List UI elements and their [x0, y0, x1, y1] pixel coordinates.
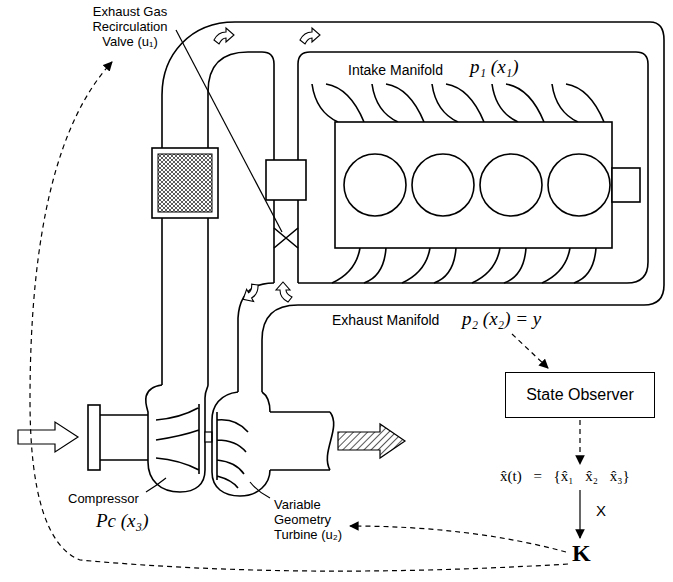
- exhaust-out-arrow: [338, 424, 405, 458]
- estimate-signal: [579, 420, 580, 464]
- control-signal-u1: [30, 62, 568, 571]
- engine-block: [335, 122, 612, 248]
- cylinders: [344, 154, 610, 216]
- egr-pipe-right: [298, 52, 648, 283]
- gain-symbol: K: [572, 540, 591, 568]
- intercooler-core: [158, 154, 212, 212]
- air-filter-flange: [88, 405, 100, 470]
- process-box: State Observer: [505, 372, 655, 418]
- intercooler: [152, 148, 218, 218]
- compressor: [88, 385, 208, 492]
- turbine-blades: [217, 412, 248, 488]
- cylinder: [548, 154, 610, 216]
- flow-arrow: [239, 282, 264, 306]
- egr-cooler: [266, 160, 306, 200]
- box-title: State Observer: [526, 386, 634, 404]
- part-label: Variable Geometry Turbine (u₂): [274, 497, 366, 542]
- intercooler-pipe: [162, 218, 208, 385]
- cylinder: [480, 154, 542, 216]
- intake-loop-outer: [162, 22, 664, 392]
- leader-line: [176, 30, 282, 232]
- turbine: [212, 392, 334, 496]
- leader-line: [250, 482, 270, 498]
- compressor-wheel: [156, 404, 199, 474]
- state-vector: x̂(t) = {x̂₁ x̂₂ x̂₃}: [500, 468, 630, 485]
- flow-arrows: [214, 28, 320, 305]
- leader-line: [146, 478, 166, 492]
- part-label: Exhaust Gas Recirculation Valve (u₁): [80, 4, 180, 49]
- compressor-housing: [146, 385, 208, 492]
- part-label: Compressor: [68, 492, 139, 507]
- state-symbol: Pc (x₃): [96, 510, 148, 532]
- intake-runners: [312, 84, 604, 122]
- egr-valve: [274, 228, 298, 248]
- turbo-shaft: [205, 432, 212, 442]
- cylinder: [412, 154, 474, 216]
- flow-arrow: [276, 282, 292, 302]
- output-symbol: p₂ (x₂) = y: [462, 308, 541, 330]
- cylinder: [344, 154, 406, 216]
- air-in-arrow: [18, 422, 78, 452]
- crankshaft-stub: [612, 168, 640, 202]
- exhaust-runners: [332, 248, 596, 283]
- compressor-inlet: [100, 415, 148, 460]
- state-to-gain: [579, 490, 580, 538]
- operator-symbol: X: [596, 502, 606, 519]
- flow-arrow: [214, 28, 234, 44]
- control-signal-u2: [350, 526, 566, 552]
- part-label: Intake Manifold: [348, 62, 443, 78]
- pipework: [162, 22, 664, 392]
- measurement-signal: [512, 334, 548, 368]
- flow-arrow: [300, 28, 320, 44]
- part-label: Exhaust Manifold: [332, 312, 439, 328]
- turbine-housing: [212, 392, 270, 496]
- signal-lines: [30, 30, 580, 571]
- state-symbol: p₁ (x₁): [470, 56, 519, 78]
- turbine-outlet: [270, 412, 334, 470]
